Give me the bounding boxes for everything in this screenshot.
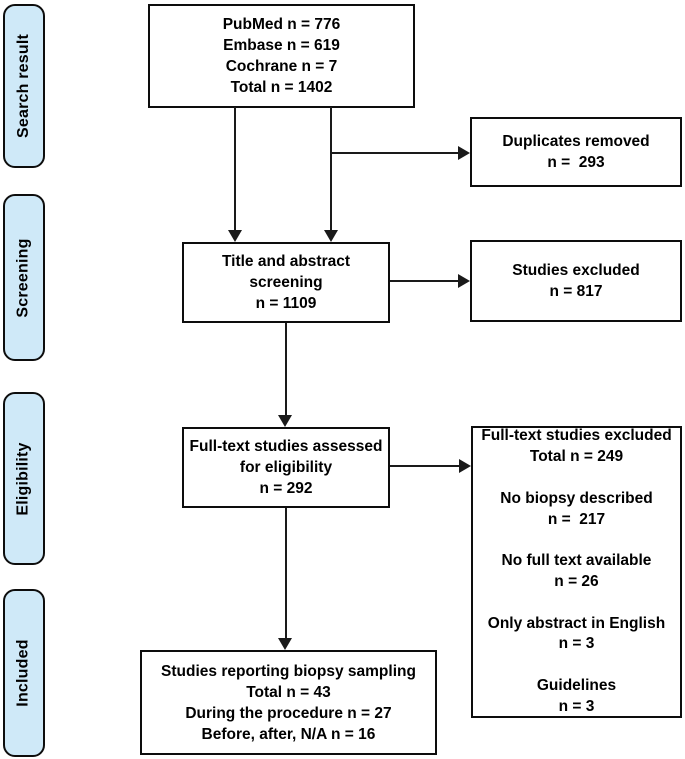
connector-line-identification-to-screening-left xyxy=(234,107,236,231)
connector-line-fulltext-to-included xyxy=(285,508,287,638)
arrow-down-icon xyxy=(324,230,338,242)
connector-line-to-fulltext-excluded xyxy=(390,465,459,467)
studies-excluded-box-text: Studies excluded n = 817 xyxy=(512,262,640,300)
connector-line-screening-to-fulltext xyxy=(285,323,287,415)
connector-line-to-studies-excluded xyxy=(390,280,458,282)
arrow-right-icon xyxy=(458,274,470,288)
title-abstract-screening-box: Title and abstract screening n = 1109 xyxy=(182,242,390,323)
arrow-down-icon xyxy=(278,638,292,650)
included-studies-box: Studies reporting biopsy sampling Total … xyxy=(140,650,437,755)
stage-included-label: Included xyxy=(15,639,33,707)
connector-line-identification-to-screening-right xyxy=(330,107,332,231)
stage-screening: Screening xyxy=(3,194,45,361)
stage-eligibility: Eligibility xyxy=(3,392,45,565)
stage-search-result: Search result xyxy=(3,4,45,168)
fulltext-excluded-box-text: Full-text studies excluded Total n = 249… xyxy=(481,427,672,715)
fulltext-excluded-box: Full-text studies excluded Total n = 249… xyxy=(471,426,682,718)
arrow-down-icon xyxy=(278,415,292,427)
identification-box: PubMed n = 776 Embase n = 619 Cochrane n… xyxy=(148,4,415,108)
stage-screening-label: Screening xyxy=(15,237,33,318)
stage-included: Included xyxy=(3,589,45,757)
fulltext-assessed-box: Full-text studies assessed for eligibili… xyxy=(182,427,390,508)
title-abstract-screening-box-text: Title and abstract screening n = 1109 xyxy=(221,253,351,312)
duplicates-removed-box-text: Duplicates removed n = 293 xyxy=(502,133,650,171)
stage-eligibility-label: Eligibility xyxy=(15,441,33,516)
studies-excluded-box: Studies excluded n = 817 xyxy=(470,240,682,322)
arrow-right-icon xyxy=(459,459,471,473)
stage-search-result-label: Search result xyxy=(15,34,33,138)
arrow-right-icon xyxy=(458,146,470,160)
identification-box-text: PubMed n = 776 Embase n = 619 Cochrane n… xyxy=(222,16,341,96)
connector-line-to-duplicates xyxy=(331,152,458,154)
included-studies-box-text: Studies reporting biopsy sampling Total … xyxy=(161,662,416,743)
arrow-down-icon xyxy=(228,230,242,242)
duplicates-removed-box: Duplicates removed n = 293 xyxy=(470,117,682,187)
fulltext-assessed-box-text: Full-text studies assessed for eligibili… xyxy=(189,438,383,497)
